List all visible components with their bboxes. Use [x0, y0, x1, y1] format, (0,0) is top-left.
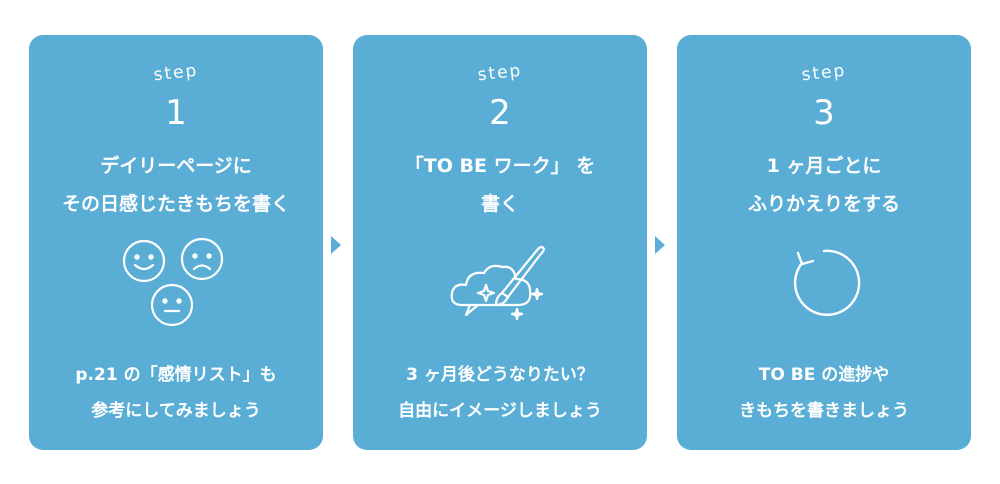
step-label: step	[152, 60, 200, 86]
step-title-line: デイリーページに	[100, 155, 252, 177]
step-description: 3 ヶ月後どうなりたい？ 自由にイメージしましょう	[353, 357, 647, 429]
step-number: 3	[813, 93, 835, 133]
step-title-line: 「TO BE ワーク」 を	[404, 155, 596, 177]
step-number: 2	[489, 93, 511, 133]
step-description: TO BE の進捗や きもちを書きましょう	[677, 357, 971, 429]
step-description-line: 参考にしてみましょう	[91, 401, 261, 421]
step-description-line: TO BE の進捗や	[758, 365, 890, 385]
step-title: デイリーページに その日感じたきもちを書く	[29, 147, 323, 223]
step-title: 「TO BE ワーク」 を 書く	[353, 147, 647, 223]
faces-icon	[29, 233, 323, 333]
next-arrow-icon	[331, 236, 341, 254]
step-title-line: 1 ヶ月ごとに	[766, 155, 882, 177]
step-card-2: step 2 「TO BE ワーク」 を 書く 3 ヶ月後どうなりたい？ 自由に…	[353, 35, 647, 450]
step-card-1: step 1 デイリーページに その日感じたきもちを書く p.21 の「感情リス…	[29, 35, 323, 450]
step-description-line: きもちを書きましょう	[739, 401, 909, 421]
step-description-line: 自由にイメージしましょう	[398, 401, 602, 421]
step-title-line: その日感じたきもちを書く	[61, 193, 290, 215]
step-label: step	[800, 60, 848, 86]
paintbrush-cloud-icon	[353, 233, 647, 333]
step-description-line: p.21 の「感情リスト」も	[75, 365, 277, 385]
step-label: step	[476, 60, 524, 86]
next-arrow-icon	[655, 236, 665, 254]
step-title-line: 書く	[480, 193, 519, 215]
step-description-line: 3 ヶ月後どうなりたい？	[406, 365, 594, 385]
refresh-icon	[677, 233, 971, 333]
step-card-3: step 3 1 ヶ月ごとに ふりかえりをする TO BE の進捗や きもちを書…	[677, 35, 971, 450]
step-number: 1	[165, 93, 187, 133]
step-title-line: ふりかえりをする	[747, 193, 900, 215]
step-title: 1 ヶ月ごとに ふりかえりをする	[677, 147, 971, 223]
step-description: p.21 の「感情リスト」も 参考にしてみましょう	[29, 357, 323, 429]
